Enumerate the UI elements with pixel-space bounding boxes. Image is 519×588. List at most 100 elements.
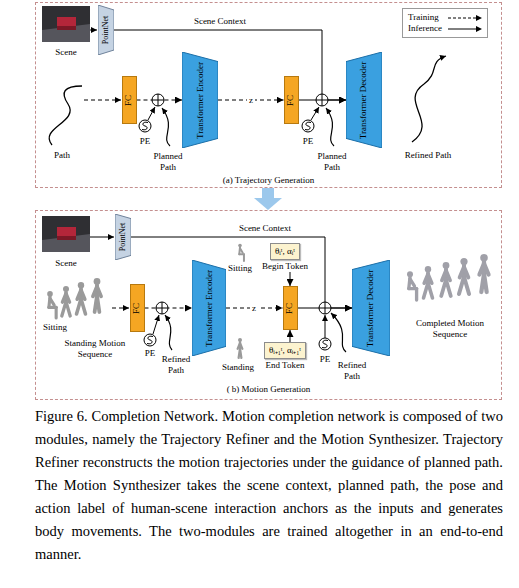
token-name: Begin Token	[262, 261, 308, 272]
legend-box: TrainingInference	[402, 8, 488, 38]
human-figure	[428, 274, 432, 283]
human-figure	[238, 244, 242, 248]
sum-symbol	[162, 302, 163, 314]
pointnet-block: PointNet	[115, 214, 131, 260]
sum-symbol	[319, 302, 331, 314]
human-figure	[407, 271, 417, 300]
human-figure	[484, 264, 489, 275]
annotation-label: PE	[320, 354, 331, 365]
legend-row: Training	[408, 12, 482, 23]
human-figure	[97, 296, 99, 312]
block-label: Transformer Encoder	[204, 270, 215, 347]
annotation-label: Standing	[222, 362, 254, 373]
sum-symbol	[322, 94, 323, 106]
scene-image	[57, 17, 76, 26]
human-figure	[47, 291, 53, 297]
refined-path-curve	[165, 315, 172, 350]
human-figure	[424, 266, 433, 298]
annotation-label: PE	[303, 136, 314, 147]
edge-label: Scene Context	[192, 16, 248, 27]
human-figure	[97, 287, 101, 297]
human-figure	[243, 254, 245, 261]
legend-label: Inference	[408, 23, 442, 34]
scene-image	[42, 24, 90, 42]
connector	[131, 237, 352, 308]
human-figure	[238, 244, 244, 261]
scene-image	[42, 6, 90, 42]
input-arrow	[112, 308, 129, 309]
legend-sample	[476, 15, 482, 21]
pointnet-block-shape	[98, 5, 114, 55]
human-figure	[479, 254, 488, 292]
fc-layer: FC	[283, 286, 298, 330]
human-figure	[460, 258, 467, 265]
input-arrow	[84, 100, 121, 101]
sum-symbol	[156, 302, 168, 314]
sum-symbol	[319, 302, 331, 314]
pe-symbol	[139, 120, 151, 132]
human-figure	[77, 282, 86, 314]
block-label: PointNet	[118, 223, 128, 251]
human-figure	[50, 298, 54, 305]
human-figure	[415, 289, 418, 300]
pe-symbol	[139, 120, 151, 132]
annotation-label: PE	[145, 348, 156, 359]
legend-sample	[448, 25, 482, 33]
scene-image	[57, 227, 76, 236]
pointnet-block: PointNet	[98, 5, 114, 55]
pe-arrow	[153, 315, 159, 334]
fc-layer: FC	[284, 76, 299, 124]
legend-sample	[448, 17, 476, 18]
human-figure	[238, 338, 242, 342]
human-figure	[62, 286, 70, 316]
figure-caption: Figure 6. Completion Network. Motion com…	[35, 405, 503, 566]
annotation-label: Standing Motion Sequence	[64, 338, 126, 360]
block-label: FC	[285, 94, 296, 105]
input-arrow	[90, 237, 114, 238]
pe-symbol	[302, 120, 314, 132]
pe-arrow	[325, 315, 326, 338]
pe-symbol	[319, 338, 331, 350]
sum-symbol	[156, 302, 168, 314]
human-figure	[459, 258, 469, 294]
refined-path-curve	[331, 313, 346, 352]
human-figure	[425, 266, 431, 272]
human-figure	[464, 267, 468, 277]
pe-symbol	[142, 122, 148, 130]
encoder-block: Transformer Encoder	[192, 260, 226, 356]
human-figure	[407, 271, 413, 277]
token-name: End Token	[266, 360, 305, 371]
transition-arrow	[262, 188, 274, 198]
block-label: PointNet	[101, 16, 111, 44]
block-label: Transformer Encoder	[195, 62, 206, 139]
annotation-label: Scene	[55, 47, 77, 58]
annotation-label: Refined Path	[335, 360, 369, 382]
decoder-block-shape	[352, 260, 390, 356]
pointnet-block-shape	[115, 214, 131, 260]
path-curve	[49, 86, 82, 145]
connector	[114, 30, 346, 100]
sum-symbol	[158, 94, 159, 106]
annotation-label: Scene	[55, 258, 77, 269]
annotation-label: Refined Path	[405, 150, 452, 161]
scene-image	[42, 216, 90, 252]
human-figure	[238, 338, 243, 358]
panel-title: (a) Trajectory Generation	[36, 175, 501, 186]
planned-path-curve	[326, 108, 334, 146]
pe-arrow	[148, 107, 155, 120]
human-figure	[47, 291, 56, 318]
sum-symbol	[316, 94, 328, 106]
edge-label: z	[250, 303, 258, 314]
block-label: FC	[123, 94, 134, 105]
human-figure	[410, 279, 415, 286]
token-formula: θᵢ₊₁ᵗ, αᵢ₊₁ᵗ	[264, 342, 306, 359]
scene-image	[42, 216, 90, 252]
scene-image	[42, 6, 90, 42]
human-figure	[78, 282, 84, 288]
human-figure	[63, 286, 69, 292]
annotation-label: Planned Path	[315, 151, 349, 173]
human-figure	[240, 343, 242, 349]
decoder-block-shape	[346, 52, 382, 148]
token-formula: θᵢᵗ, αᵢᵗ	[270, 243, 300, 260]
block-label: FC	[284, 302, 295, 313]
